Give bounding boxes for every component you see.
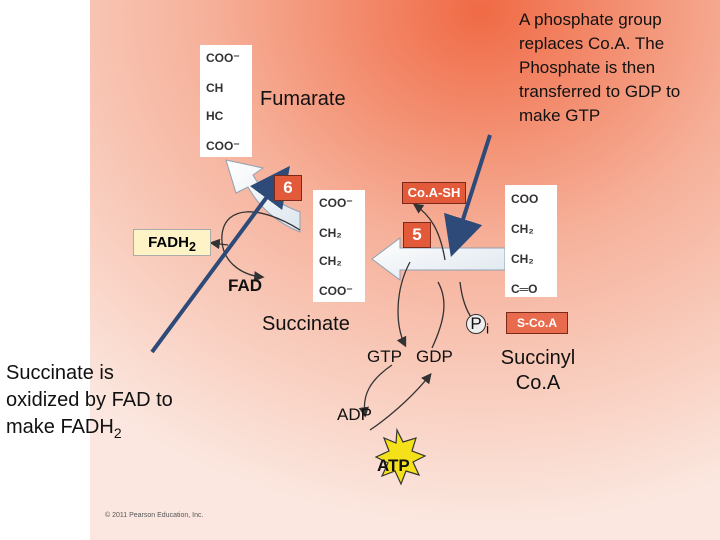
adp-label: ADP bbox=[337, 405, 372, 424]
succinyl-coa-label: Succinyl Co.A bbox=[488, 346, 588, 396]
succinate-label: Succinate bbox=[262, 313, 350, 335]
fadh2-curve-arrow bbox=[209, 238, 229, 250]
fumarate-atom-4: COO⁻ bbox=[206, 139, 240, 153]
atp-label: ATP bbox=[377, 456, 410, 475]
step-6-badge: 6 bbox=[274, 175, 302, 201]
gdp-arrow bbox=[431, 281, 445, 349]
pi-text: P bbox=[466, 314, 486, 334]
phosphate-note-line-4: transferred to GDP to bbox=[519, 82, 681, 101]
succinate-atom-3: CH₂ bbox=[319, 254, 342, 268]
step-5-badge: 5 bbox=[403, 222, 431, 248]
fumarate-atom-2: CH bbox=[206, 81, 224, 95]
pi-subscript: i bbox=[486, 321, 490, 338]
phosphate-note-line-1: A phosphate group bbox=[519, 10, 662, 29]
succinate-structure: COO⁻ CH₂ CH₂ COO⁻ bbox=[313, 190, 365, 302]
succinyl-structure: COO CH₂ CH₂ C═O bbox=[505, 185, 557, 297]
succinyl-coa-line-1: Succinyl bbox=[500, 347, 576, 369]
fumarate-label: Fumarate bbox=[260, 88, 346, 110]
adp-arrow bbox=[358, 364, 393, 418]
coa-sh-badge: Co.A-SH bbox=[402, 182, 466, 204]
fumarate-structure: COO⁻ CH HC COO⁻ bbox=[200, 45, 252, 157]
succinate-atom-1: COO⁻ bbox=[319, 196, 353, 210]
atp-star bbox=[374, 427, 427, 486]
atp-arrow bbox=[369, 372, 432, 431]
phosphate-note-line-2: replaces Co.A. The bbox=[519, 34, 665, 53]
succinyl-atom-1: COO bbox=[511, 192, 539, 206]
succinate-note-line-3: make FADH2 bbox=[6, 414, 221, 447]
copyright: © 2011 Pearson Education, Inc. bbox=[105, 512, 204, 519]
succinyl-atom-3: CH₂ bbox=[511, 252, 534, 266]
fadh2-label: FADH2 bbox=[133, 229, 211, 256]
coa-sh-arrow bbox=[412, 203, 446, 261]
succinate-atom-2: CH₂ bbox=[319, 226, 342, 240]
succinate-note-line-2: oxidized by FAD to bbox=[6, 389, 173, 411]
gtp-arrow bbox=[396, 261, 411, 348]
phosphate-note-arrow bbox=[444, 134, 492, 258]
gtp-label: GTP bbox=[367, 347, 402, 366]
succinyl-coa-line-2: Co.A bbox=[515, 372, 561, 394]
phosphate-note-line-5: make GTP bbox=[519, 106, 601, 125]
succinyl-atom-4: C═O bbox=[511, 282, 538, 296]
succinate-note: Succinate is oxidized by FAD to make FAD… bbox=[6, 360, 221, 447]
fad-label: FAD bbox=[228, 276, 262, 295]
succinyl-atom-2: CH₂ bbox=[511, 222, 534, 236]
s-coa-badge: S-Co.A bbox=[506, 312, 568, 334]
succinate-note-arrow bbox=[150, 165, 290, 354]
phosphate-note-line-3: Phosphate is then bbox=[519, 58, 656, 77]
fadh2-subscript: 2 bbox=[188, 240, 196, 254]
succinate-atom-4: COO⁻ bbox=[319, 284, 353, 298]
fumarate-atom-3: HC bbox=[206, 109, 224, 123]
succinate-note-subscript: 2 bbox=[113, 425, 122, 441]
succinate-note-line-3-text: make FADH bbox=[6, 416, 114, 438]
fad-curve-arrow bbox=[221, 211, 301, 282]
fumarate-atom-1: COO⁻ bbox=[206, 51, 240, 65]
succinate-note-line-1: Succinate is bbox=[6, 362, 114, 384]
phosphate-note: A phosphate group replaces Co.A. The Pho… bbox=[519, 8, 717, 128]
gdp-label: GDP bbox=[416, 347, 453, 366]
fadh2-text: FADH bbox=[148, 234, 189, 251]
